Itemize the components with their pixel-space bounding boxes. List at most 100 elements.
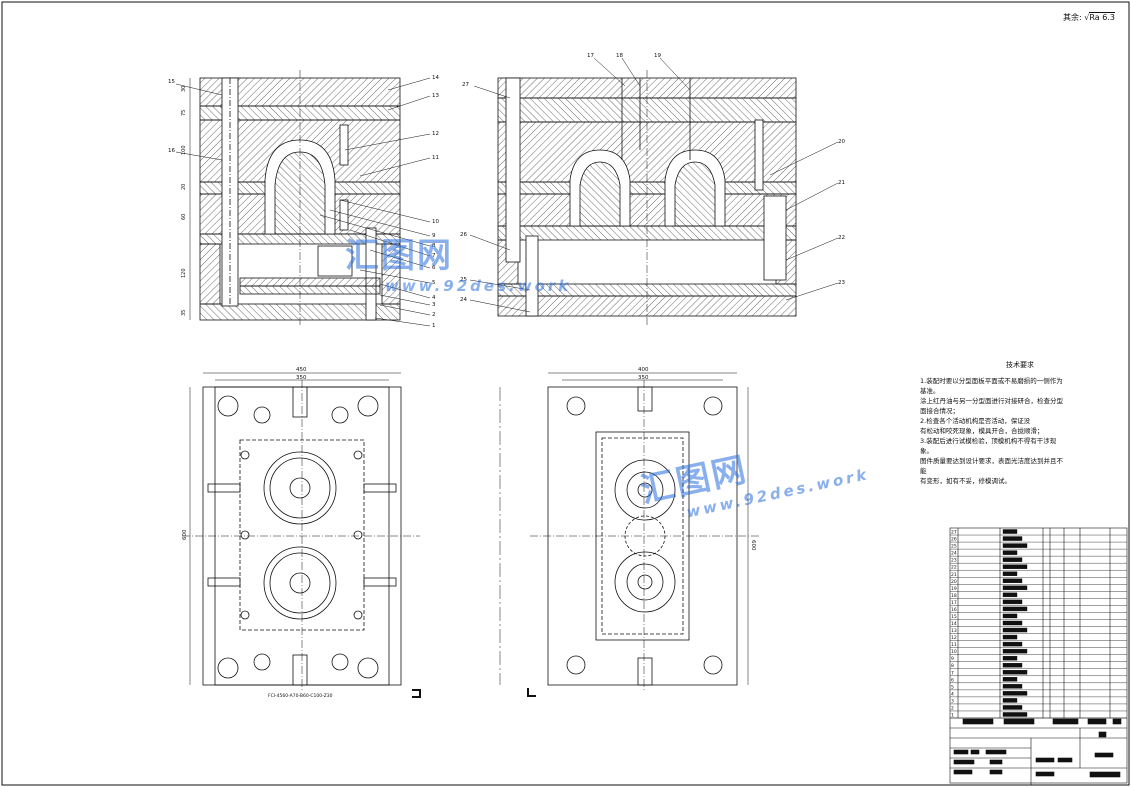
bom-row-number: 10 — [951, 649, 957, 655]
svg-text:16: 16 — [168, 148, 175, 154]
svg-text:18: 18 — [616, 53, 623, 59]
right-section-leaders — [469, 57, 839, 313]
tech-line: 象。 — [920, 447, 933, 455]
bom-row-number: 2 — [951, 705, 954, 711]
tech-title: 技术要求 — [1006, 361, 1034, 369]
bom-name-cell — [1002, 634, 1018, 640]
bom-row-number: 16 — [951, 607, 957, 613]
bom-name-cell — [1002, 557, 1023, 562]
bom-rows — [950, 529, 1127, 719]
svg-text:27: 27 — [462, 82, 469, 88]
bom-row-numbers: 2726252423222120191817161514131211109876… — [951, 530, 957, 719]
bom-row-number: 5 — [951, 684, 954, 690]
bom-row-number: 21 — [951, 572, 957, 578]
bom-name-cell — [1002, 599, 1023, 605]
bom-row-number: 13 — [951, 628, 957, 634]
bom-row-number: 15 — [951, 614, 957, 620]
bom-name-cell — [1002, 705, 1023, 710]
bom-name-cell — [1002, 564, 1028, 569]
svg-text:24: 24 — [460, 297, 467, 303]
bom-row-number: 1 — [951, 713, 954, 719]
bom-name-cell — [1002, 691, 1028, 696]
bom-name-cell — [1002, 550, 1018, 555]
bom-row-number: 24 — [951, 551, 957, 557]
bom-row-number: 20 — [951, 579, 957, 585]
bom-name-cell — [1002, 585, 1028, 591]
svg-text:17: 17 — [587, 53, 594, 59]
bom-name-cell — [1002, 670, 1028, 675]
bom-name-cell — [1002, 663, 1023, 668]
bom-row-number: 17 — [951, 600, 957, 606]
dim-right-height: 600 — [750, 540, 756, 551]
svg-text:9: 9 — [432, 233, 436, 239]
svg-text:26: 26 — [460, 232, 467, 238]
svg-text:100: 100 — [181, 145, 187, 155]
svg-text:25: 25 — [460, 277, 467, 283]
tech-line: 面接合情况； — [920, 407, 959, 415]
roughness-label: 其余: — [1063, 13, 1082, 22]
tech-line: 涂上红丹油与另一分型面进行对接研合，检查分型 — [920, 397, 1063, 405]
svg-text:20: 20 — [838, 139, 845, 145]
roughness-value: Ra 6.3 — [1089, 12, 1115, 22]
bom-name-cell — [1002, 677, 1018, 682]
bom-name-cell — [1002, 698, 1018, 703]
bom-name-cell — [1002, 536, 1023, 541]
roughness-note: 其余: √Ra 6.3 — [1063, 12, 1115, 23]
svg-text:60: 60 — [181, 214, 187, 220]
bom-name-cell — [1002, 648, 1028, 654]
left-section-numbers: 15 16 14 13 12 11 10 9 8 7 6 5 4 3 2 1 — [168, 75, 439, 329]
bom-name-cell — [1002, 627, 1028, 633]
bom-name-cell — [1002, 684, 1023, 689]
svg-text:35: 35 — [181, 310, 187, 316]
tech-line: 能 — [920, 467, 927, 475]
svg-text:75: 75 — [181, 110, 187, 116]
right-section-numbers: 27 17 18 19 20 26 25 24 21 22 23 — [460, 53, 845, 303]
svg-text:14: 14 — [432, 75, 439, 81]
bom-row-number: 19 — [951, 586, 957, 592]
bom-row-number: 25 — [951, 544, 957, 550]
bom-row-number: 14 — [951, 621, 957, 627]
tech-line: 2.检查各个活动机构是否活动，保证没 — [920, 417, 1031, 425]
bom-row-number: 11 — [951, 642, 957, 648]
bom-row-number: 4 — [951, 691, 954, 697]
bom-row-number: 6 — [951, 677, 954, 683]
bom-name-cell — [1002, 641, 1023, 647]
bom-row-number: 9 — [951, 656, 954, 662]
bom-name-cell — [1002, 592, 1018, 598]
bom-table — [949, 527, 1128, 784]
svg-text:4: 4 — [432, 295, 436, 301]
bom-row-number: 23 — [951, 558, 957, 564]
bom-row-number: 27 — [951, 530, 957, 536]
svg-text:120: 120 — [181, 268, 187, 278]
svg-text:20: 20 — [181, 184, 187, 190]
dim-top-right-width: 400 — [638, 367, 649, 373]
bom-row-number: 26 — [951, 537, 957, 543]
tech-line: 有松动和咬死现象，模具开合，合拢顺滑； — [920, 427, 1044, 435]
bom-row-number: 12 — [951, 635, 957, 641]
bom-row-number: 3 — [951, 698, 954, 704]
left-plan-view — [182, 372, 420, 692]
bom-name-cell — [1002, 543, 1028, 548]
bom-name-cell — [1002, 529, 1018, 534]
svg-text:23: 23 — [838, 280, 845, 286]
plan-caption: FCI-4560-A70-B60-C100-Z30 — [268, 693, 333, 699]
svg-text:10: 10 — [432, 219, 439, 225]
bom-row-number: 8 — [951, 663, 954, 669]
svg-text:1: 1 — [432, 323, 436, 329]
svg-text:19: 19 — [654, 53, 661, 59]
bom-row-number: 22 — [951, 565, 957, 571]
tech-line: 3.装配后进行试模检验，顶模机构不得有干涉现 — [920, 437, 1057, 445]
svg-text:30: 30 — [181, 86, 187, 92]
bom-row-number: 18 — [951, 593, 957, 599]
technical-requirements: 技术要求 1.装配时要以分型面板平面或不易磨损的一侧作为 基准。 涂上红丹油与另… — [920, 360, 1120, 486]
svg-text:6: 6 — [432, 265, 436, 271]
dim-top-right-inner: 350 — [638, 375, 649, 381]
dim-top-left-width: 450 — [296, 367, 307, 373]
bom-name-cell — [1002, 606, 1028, 612]
bom-name-cell — [1002, 620, 1023, 626]
bom-name-cell — [1002, 571, 1018, 576]
svg-text:12: 12 — [432, 131, 439, 137]
svg-text:8: 8 — [432, 243, 436, 249]
dim-left-height: 600 — [182, 529, 188, 540]
left-section-view — [189, 70, 401, 325]
